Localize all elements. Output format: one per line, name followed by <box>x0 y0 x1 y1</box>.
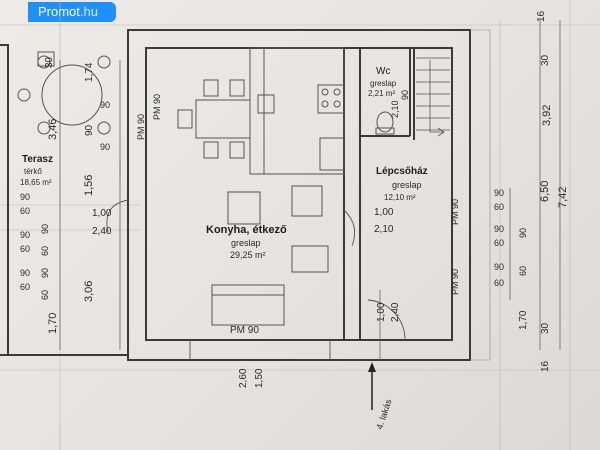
door-dim: 2,10 <box>374 224 394 235</box>
left-dim: 90 <box>84 124 95 136</box>
left-dim: 1,70 <box>47 313 59 334</box>
room-terasz-area: 18,65 m² <box>20 178 52 187</box>
left-dim: 3,06 <box>83 281 95 302</box>
door-dim: 1,00 <box>374 207 394 218</box>
door-dim: 1,00 <box>92 208 112 219</box>
svg-text:60: 60 <box>40 246 50 256</box>
svg-text:90: 90 <box>40 224 50 234</box>
svg-text:60: 60 <box>20 282 30 292</box>
dimension-lines <box>59 20 561 360</box>
svg-text:90: 90 <box>494 262 504 272</box>
svg-text:90: 90 <box>20 230 30 240</box>
svg-text:90: 90 <box>494 224 504 234</box>
door-dim: 1,50 <box>254 368 265 388</box>
room-wc-area: 2,21 m² <box>368 89 395 98</box>
terrace-table <box>17 51 111 135</box>
room-terasz-name: Terasz <box>22 154 53 165</box>
terrace-stack: 90 60 90 60 90 60 90 60 90 60 <box>20 192 50 300</box>
svg-text:60: 60 <box>518 266 528 276</box>
wc-dim: 2,10 <box>390 100 400 118</box>
room-terasz-material: térkő <box>24 167 42 176</box>
left-dim: 90 <box>100 142 110 152</box>
svg-text:60: 60 <box>494 238 504 248</box>
svg-text:16: 16 <box>540 360 551 372</box>
svg-text:90: 90 <box>20 268 30 278</box>
room-konyha-name: Konyha, étkező <box>206 224 287 236</box>
wc-fixture <box>375 111 395 135</box>
room-lepcsohaz-material: greslap <box>392 180 422 190</box>
door-dim: 2,60 <box>238 368 249 388</box>
svg-text:30: 30 <box>540 54 551 66</box>
kitchen-fixtures <box>249 47 345 175</box>
pm90-mark: PM 90 <box>450 269 460 295</box>
svg-text:60: 60 <box>494 202 504 212</box>
svg-text:3,92: 3,92 <box>541 105 553 126</box>
dining-table <box>177 79 251 159</box>
apartment-label: 4. lakás <box>374 398 393 431</box>
svg-text:7,42: 7,42 <box>557 187 569 208</box>
svg-text:90: 90 <box>20 192 30 202</box>
room-konyha-area: 29,25 m² <box>230 250 266 260</box>
svg-text:60: 60 <box>40 290 50 300</box>
svg-text:90: 90 <box>40 268 50 278</box>
svg-text:30: 30 <box>540 322 551 334</box>
svg-text:6,50: 6,50 <box>539 181 551 202</box>
pm90-mark: PM 90 <box>152 94 162 120</box>
door-dim: 2,40 <box>92 226 112 237</box>
stairs <box>416 57 450 137</box>
pm90-mark: PM 90 <box>450 199 460 225</box>
watermark-domain: .hu <box>79 4 98 19</box>
svg-text:60: 60 <box>494 278 504 288</box>
left-dim: 1,74 <box>84 62 95 82</box>
wc-dim: 90 <box>400 90 410 100</box>
wall-hatch <box>470 29 491 361</box>
room-lepcsohaz-name: Lépcsőház <box>376 166 428 177</box>
left-dim: 3,46 <box>47 119 59 140</box>
living-furniture <box>211 185 329 326</box>
right-stack: 90 60 90 60 90 60 90 60 <box>494 188 528 288</box>
watermark-badge: Promot.hu <box>28 2 116 22</box>
left-dim: 1,56 <box>83 175 95 196</box>
door-dim: 1,00 <box>376 302 387 322</box>
watermark-brand: Promot <box>38 4 80 19</box>
apartment-arrow <box>368 362 376 410</box>
svg-text:1,70: 1,70 <box>518 310 529 330</box>
room-wc-name: Wc <box>376 66 390 77</box>
svg-text:60: 60 <box>20 244 30 254</box>
svg-text:90: 90 <box>518 228 528 238</box>
svg-text:90: 90 <box>494 188 504 198</box>
svg-text:60: 60 <box>20 206 30 216</box>
room-konyha-material: greslap <box>231 238 261 248</box>
pm90-mark: PM 90 <box>136 114 146 140</box>
right-outer-dims: 16 30 3,92 6,50 7,42 1,70 30 16 <box>518 10 569 372</box>
door-arcs <box>106 199 406 360</box>
left-dim: 90 <box>100 100 110 110</box>
svg-text:16: 16 <box>536 10 547 22</box>
room-wc-material: greslap <box>370 79 397 88</box>
door-dim: 2,40 <box>390 302 401 322</box>
pm90-mark: PM 90 <box>230 325 259 336</box>
room-lepcsohaz-area: 12,10 m² <box>384 193 416 202</box>
left-dim: 30 <box>44 56 55 68</box>
